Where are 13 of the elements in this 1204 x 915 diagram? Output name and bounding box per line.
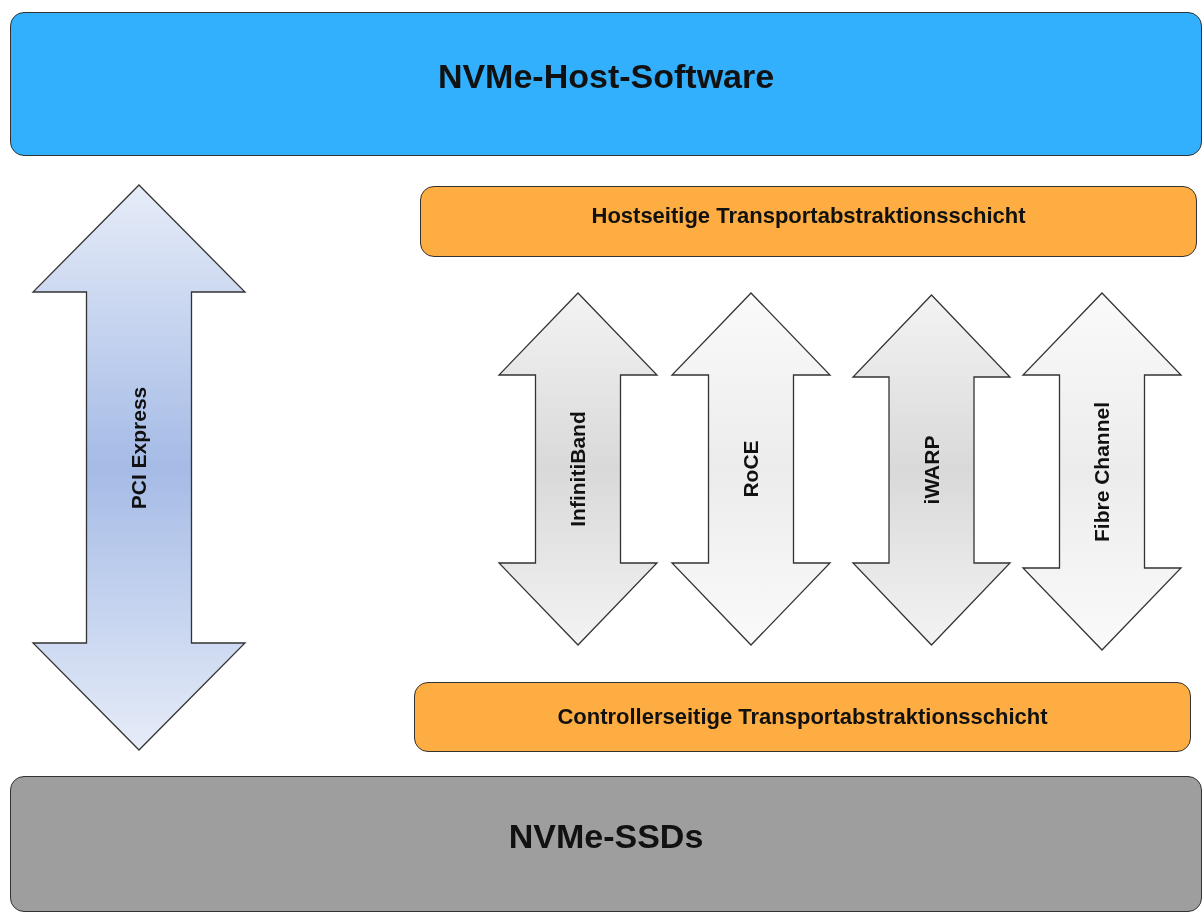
layer-label: Hostseitige Transportabstraktionsschicht: [591, 202, 1026, 229]
layer-box: [420, 186, 1197, 257]
arrow-label: iWARP: [919, 435, 944, 505]
layer-box: [10, 12, 1202, 156]
layer-label: NVMe-SSDs: [508, 816, 704, 856]
arrow-label: Fibre Channel: [1090, 401, 1114, 542]
arrow-label: RoCE: [739, 440, 763, 498]
arrow-label: InfinitiBand: [566, 411, 590, 527]
layer-box: [414, 682, 1191, 752]
layer-box: [10, 776, 1202, 912]
layer-label: NVMe-Host-Software: [437, 56, 775, 96]
layer-label: Controllerseitige Transportabstraktionsschicht: [557, 704, 1048, 730]
arrow-label: PCI Express: [127, 386, 151, 509]
